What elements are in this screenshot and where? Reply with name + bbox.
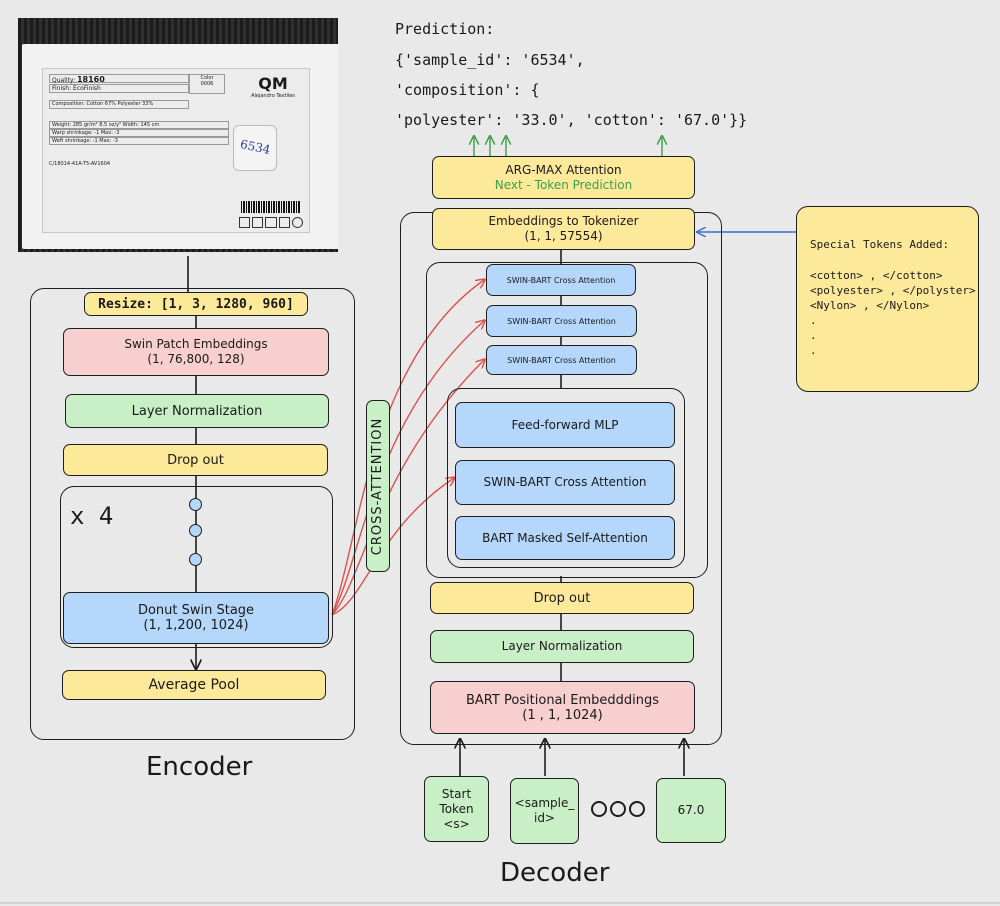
encoder-label: Encoder bbox=[146, 752, 253, 782]
patch-shape: (1, 76,800, 128) bbox=[147, 352, 245, 366]
color-value: 0006 bbox=[200, 81, 214, 87]
special-token-cotton: <cotton> , </cotton> bbox=[810, 269, 943, 282]
prediction-line-4: 'polyester': '33.0', 'cotton': '67.0'}} bbox=[395, 111, 748, 129]
swin-stage-group bbox=[60, 486, 333, 648]
special-token-polyester: <polyester> , </polyster> bbox=[810, 284, 976, 297]
pos-shape: (1 , 1, 1024) bbox=[522, 707, 603, 723]
care-dry-icon bbox=[265, 217, 277, 228]
care-dryclean-icon bbox=[291, 217, 304, 228]
stage-dot-2 bbox=[189, 524, 202, 537]
embeddings-to-tokenizer: Embeddings to Tokenizer (1, 1, 57554) bbox=[432, 208, 695, 250]
average-pool: Average Pool bbox=[62, 670, 326, 700]
cross-attention-text: CROSS-ATTENTION bbox=[370, 417, 386, 555]
label-composition: Composition: Cotton 67% Polyester 33% bbox=[49, 100, 189, 109]
label-finish: Finish: EcoFinish bbox=[49, 84, 189, 93]
decoder-layer-norm: Layer Normalization bbox=[430, 630, 694, 663]
label-card: Quality: 18160 Finish: EcoFinish Composi… bbox=[42, 68, 310, 233]
feed-forward-mlp: Feed-forward MLP bbox=[455, 402, 675, 448]
handwritten-sticker: 6534 bbox=[233, 125, 277, 171]
label-row-1: Weight: 285 gr/m² 8.5 oz/y² Width: 145 c… bbox=[49, 121, 229, 129]
repeat-label: x 4 bbox=[70, 502, 114, 530]
start-token-line-1: Start bbox=[441, 786, 472, 801]
barcode bbox=[241, 201, 301, 213]
quality-label: Quality: bbox=[52, 77, 76, 84]
decoder-dropout: Drop out bbox=[430, 582, 694, 614]
special-token-ellipsis-1: . bbox=[810, 314, 817, 327]
encoder-dropout: Drop out bbox=[63, 444, 328, 476]
ellipsis-dot-2 bbox=[610, 801, 626, 817]
stage-title: Donut Swin Stage bbox=[137, 603, 255, 618]
embed-title: Embeddings to Tokenizer bbox=[488, 214, 639, 228]
bart-positional-embeddings: BART Positional Embedddings (1 , 1, 1024… bbox=[430, 681, 695, 734]
encoder-frame bbox=[30, 288, 355, 740]
stage-shape: (1, 1,200, 1024) bbox=[143, 618, 249, 633]
sample-token-line-2: id> bbox=[533, 811, 555, 825]
stage-dot-3 bbox=[189, 553, 202, 566]
stage-dot-1 bbox=[189, 498, 202, 511]
ellipsis-dot-1 bbox=[591, 801, 607, 817]
argmax-title: ARG-MAX Attention bbox=[505, 162, 622, 177]
care-wash-icon bbox=[239, 217, 251, 228]
label-color: Color 0006 bbox=[189, 74, 225, 94]
color-label: Color bbox=[200, 75, 214, 81]
pos-title: BART Positional Embedddings bbox=[465, 692, 660, 708]
swin-patch-embeddings: Swin Patch Embeddings (1, 76,800, 128) bbox=[63, 328, 329, 376]
cross-attention-block-3: SWIN-BART Cross Attention bbox=[486, 345, 637, 375]
logo-text: QM bbox=[258, 74, 288, 93]
special-tokens-box: Special Tokens Added: <cotton> , </cotto… bbox=[796, 206, 979, 392]
start-token-line-2: Token bbox=[439, 801, 474, 816]
prediction-line-1: Prediction: bbox=[395, 20, 495, 38]
label-row-2: Warp shrinkage: -1 Max: -3 bbox=[49, 129, 229, 137]
encoder-layer-norm: Layer Normalization bbox=[65, 394, 329, 428]
decoder-layer-group bbox=[426, 262, 708, 578]
argmax-subtitle: Next - Token Prediction bbox=[494, 177, 633, 192]
special-token-ellipsis-3: . bbox=[810, 344, 817, 357]
sample-id-token-box: <sample_ id> bbox=[510, 778, 579, 844]
donut-swin-stage: Donut Swin Stage (1, 1,200, 1024) bbox=[63, 592, 329, 644]
special-tokens-title: Special Tokens Added: bbox=[810, 238, 950, 251]
start-token-line-3: <s> bbox=[443, 816, 470, 831]
start-token-box: Start Token <s> bbox=[424, 776, 489, 842]
special-token-ellipsis-2: . bbox=[810, 329, 817, 342]
embed-shape: (1, 1, 57554) bbox=[524, 229, 603, 243]
sample-token-line-1: <sample_ bbox=[514, 796, 575, 810]
fabric-label-photo: Quality: 18160 Finish: EcoFinish Composi… bbox=[18, 18, 338, 252]
last-token-box: 67.0 bbox=[656, 778, 726, 843]
patch-title: Swin Patch Embeddings bbox=[124, 337, 268, 351]
care-symbols bbox=[239, 217, 304, 228]
care-iron-icon bbox=[278, 217, 290, 228]
decoder-inner-group bbox=[447, 388, 685, 568]
argmax-attention: ARG-MAX Attention Next - Token Predictio… bbox=[432, 156, 695, 199]
swin-bart-cross-attention: SWIN-BART Cross Attention bbox=[455, 460, 675, 505]
cross-attention-label: CROSS-ATTENTION bbox=[366, 400, 390, 572]
prediction-line-3: 'composition': { bbox=[395, 81, 540, 99]
decoder-label: Decoder bbox=[500, 858, 610, 888]
resize-box: Resize: [1, 3, 1280, 960] bbox=[84, 292, 308, 316]
cross-attention-block-2: SWIN-BART Cross Attention bbox=[486, 305, 637, 337]
ellipsis-dot-3 bbox=[629, 801, 645, 817]
special-token-nylon: <Nylon> , </Nylon> bbox=[810, 299, 930, 312]
care-bleach-icon bbox=[252, 217, 264, 228]
label-code: C/18014-41A-T5-AV1604 bbox=[49, 161, 111, 167]
quality-value: 18160 bbox=[76, 75, 105, 84]
label-quality: Quality: 18160 bbox=[49, 74, 189, 84]
logo: QM Alejandro Textiles bbox=[243, 75, 303, 105]
bart-masked-self-attention: BART Masked Self-Attention bbox=[455, 516, 675, 560]
logo-subtext: Alejandro Textiles bbox=[251, 93, 295, 99]
label-row-3: Weft shrinkage: -1 Max: -3 bbox=[49, 137, 229, 145]
cross-attention-block-1: SWIN-BART Cross Attention bbox=[486, 264, 636, 296]
prediction-line-2: {'sample_id': '6534', bbox=[395, 51, 585, 69]
